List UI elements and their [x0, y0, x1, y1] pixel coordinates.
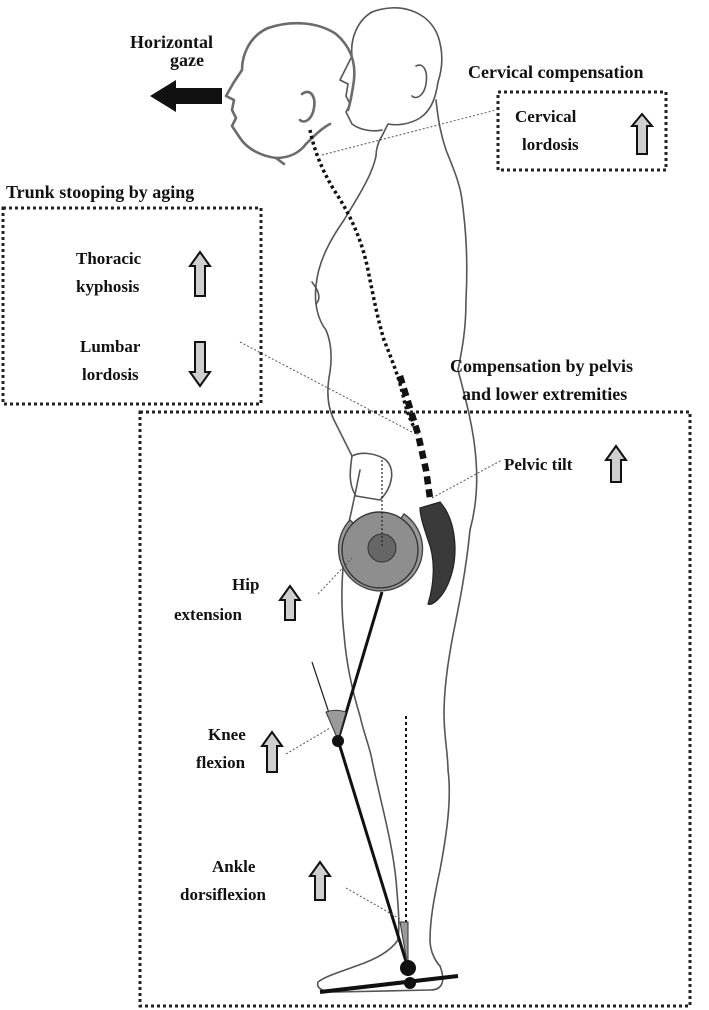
pelvic-tilt-up-arrow-icon	[604, 444, 628, 483]
horizontal-gaze: Horizontal gaze	[130, 32, 222, 112]
thoracic-up-arrow-icon	[188, 250, 212, 297]
pelvis-lower-box	[138, 410, 692, 1008]
gaze-label-line2: gaze	[170, 50, 204, 70]
stooped-head-outline	[224, 21, 356, 166]
thoracic-line1: Thoracic	[76, 249, 142, 268]
hip-up-arrow-icon	[278, 584, 302, 621]
ilium-wing	[419, 501, 456, 605]
pelvis-heading-line1: Compensation by pelvis	[450, 356, 633, 376]
cervical-lordosis-line2: lordosis	[522, 135, 579, 154]
knee-line2: flexion	[196, 753, 246, 772]
knee-joint	[332, 735, 344, 747]
trunk-box	[1, 206, 263, 406]
cervical-lordosis-line1: Cervical	[515, 107, 577, 126]
knee-line1: Knee	[208, 725, 246, 744]
trunk-heading: Trunk stooping by aging	[6, 182, 194, 202]
cervical-box	[496, 90, 668, 172]
lumbar-down-arrow-icon	[188, 341, 212, 388]
ankle-joint	[400, 960, 416, 976]
knee-up-arrow-icon	[260, 730, 284, 773]
thoracic-line2: kyphosis	[76, 277, 140, 296]
hip-line1: Hip	[232, 575, 259, 594]
lumbar-line2: lordosis	[82, 365, 139, 384]
leg-lines	[311, 591, 459, 994]
left-arrow-icon	[150, 80, 222, 112]
leader-lines	[239, 109, 503, 921]
gaze-label-line1: Horizontal	[130, 32, 213, 52]
hip-line2: extension	[174, 605, 243, 624]
pelvis-heading-line2: and lower extremities	[462, 384, 627, 404]
ankle-line2: dorsiflexion	[180, 885, 266, 904]
ankle-up-arrow-icon	[308, 860, 332, 901]
lumbar-line1: Lumbar	[80, 337, 141, 356]
cervical-up-arrow-icon	[629, 112, 655, 155]
cervical-heading: Cervical compensation	[468, 62, 643, 82]
pelvic-tilt-label: Pelvic tilt	[504, 455, 573, 474]
pelvis-group	[337, 460, 456, 605]
spine-line	[308, 129, 434, 499]
ankle-line1: Ankle	[212, 857, 256, 876]
upright-body-outline	[311, 7, 478, 993]
